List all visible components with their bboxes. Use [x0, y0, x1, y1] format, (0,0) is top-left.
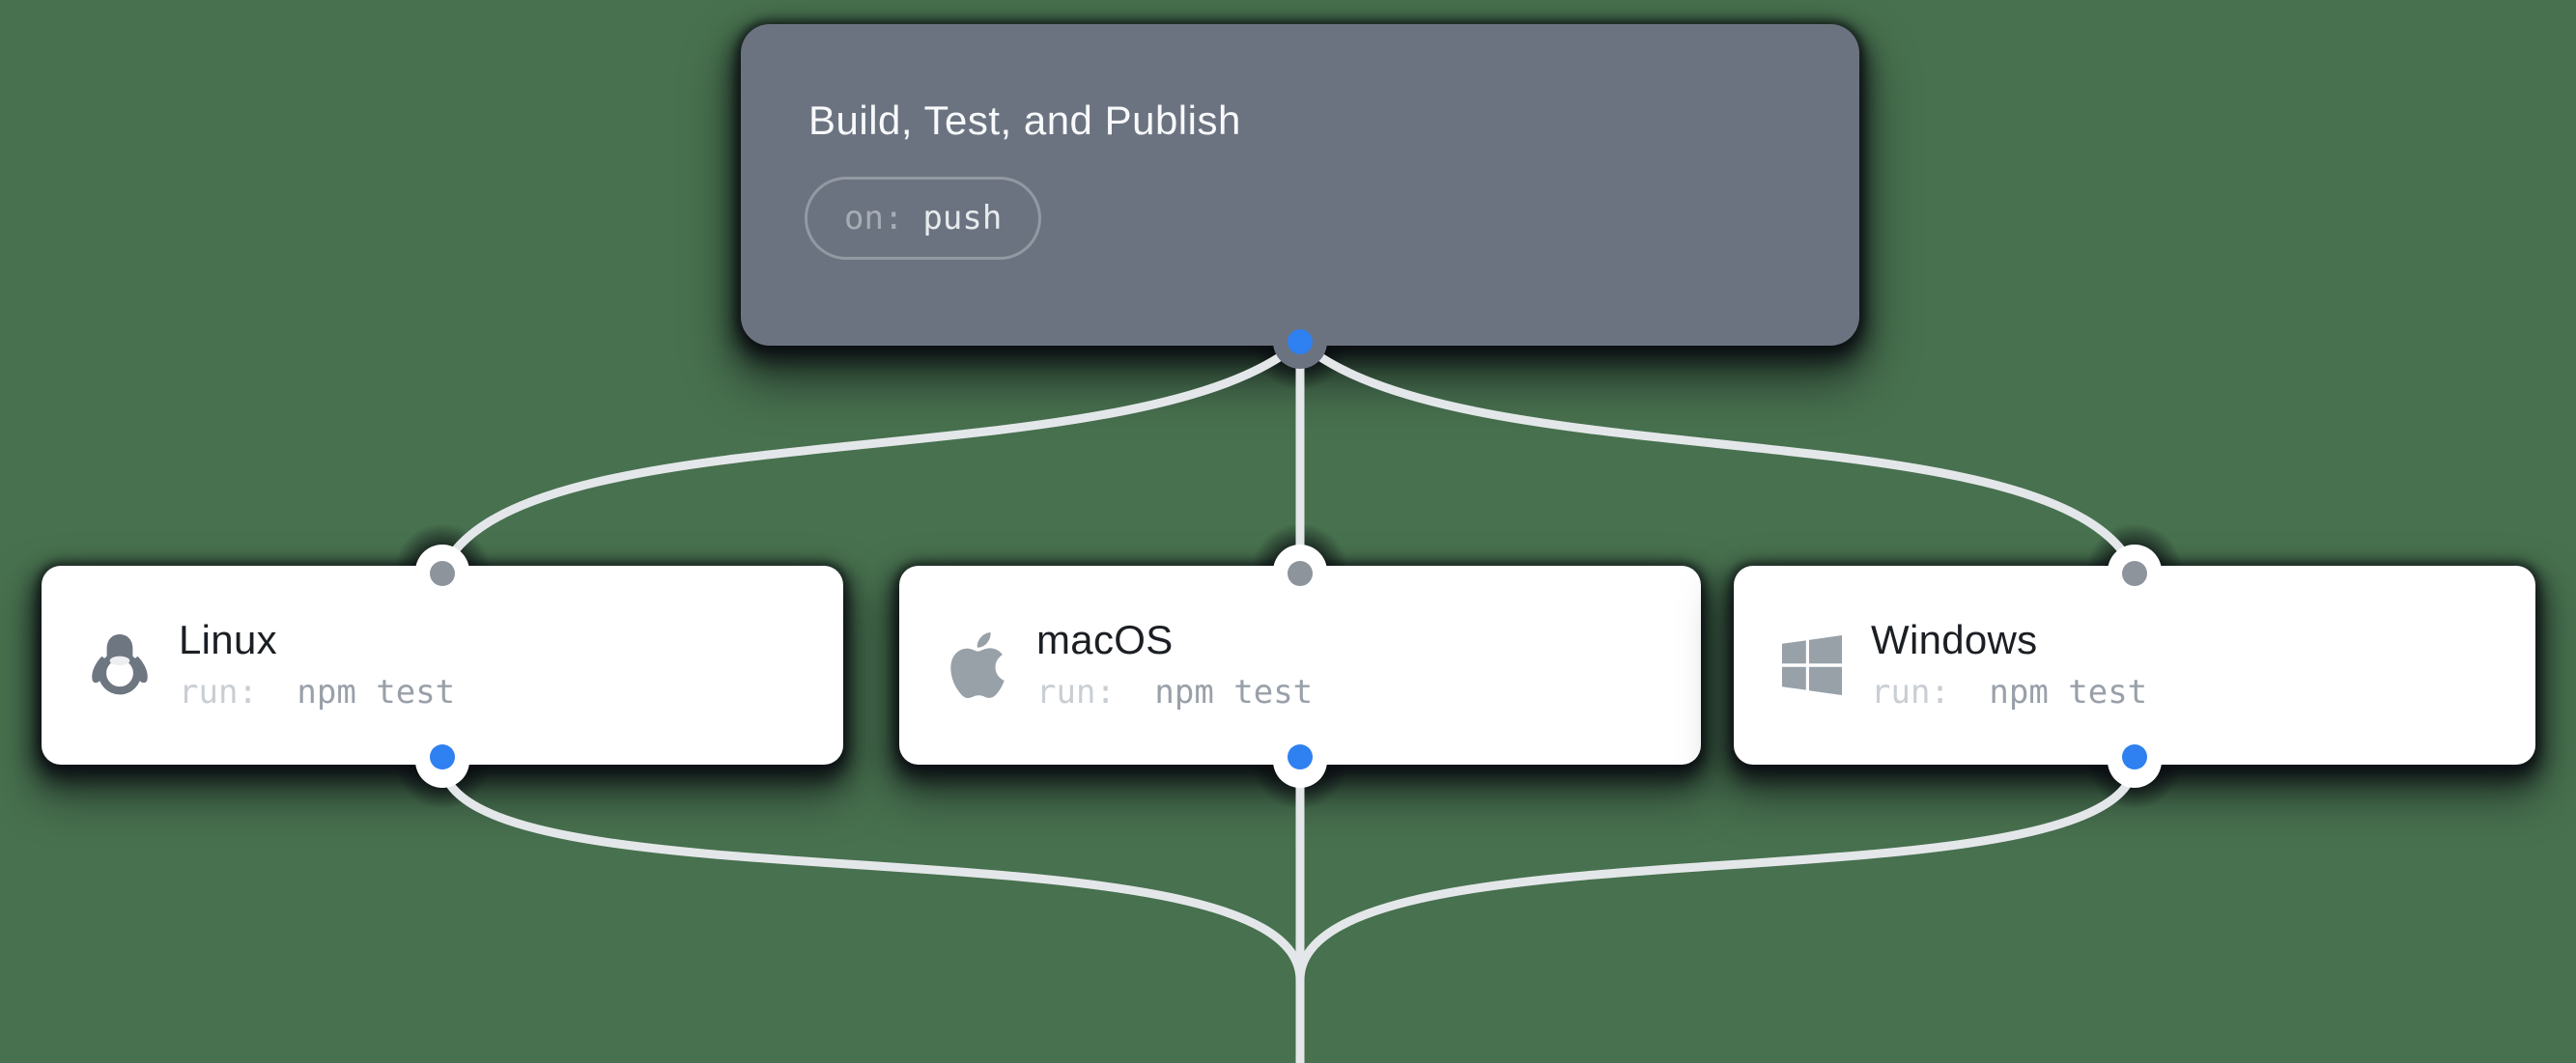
- connector-trigger-to-windows: [1295, 337, 2139, 576]
- connector-linux-downstream: [438, 756, 1305, 985]
- apple-icon: [942, 632, 1013, 698]
- command-value: npm test: [1989, 673, 2148, 713]
- job-card-macos[interactable]: macOS run: npm test: [899, 566, 1701, 765]
- connector-trigger-to-linux: [438, 337, 1305, 576]
- job-command: run: npm test: [179, 675, 455, 711]
- macos-output-dot: [1288, 744, 1313, 769]
- badge-event-value: push: [922, 199, 1003, 238]
- macos-input-dot: [1288, 561, 1313, 586]
- command-value: npm test: [1154, 673, 1314, 713]
- job-card-windows[interactable]: Windows run: npm test: [1734, 566, 2535, 765]
- connector-windows-downstream: [1295, 756, 2139, 985]
- run-key: run:: [179, 673, 258, 713]
- job-card-linux[interactable]: Linux run: npm test: [42, 566, 843, 765]
- run-key: run:: [1036, 673, 1116, 713]
- linux-input-dot: [430, 561, 455, 586]
- windows-output-dot: [2122, 744, 2147, 769]
- job-title: Linux: [179, 617, 277, 663]
- trigger-event-badge: on: push: [805, 177, 1042, 260]
- trigger-output-dot: [1288, 329, 1313, 354]
- job-title: Windows: [1871, 617, 2038, 663]
- job-command: run: npm test: [1871, 675, 2147, 711]
- linux-tux-icon: [84, 632, 156, 698]
- job-title: macOS: [1036, 617, 1174, 663]
- run-key: run:: [1871, 673, 1950, 713]
- job-command: run: npm test: [1036, 675, 1313, 711]
- linux-output-dot: [430, 744, 455, 769]
- trigger-card[interactable]: Build, Test, and Publish on: push: [741, 24, 1859, 346]
- windows-input-dot: [2122, 561, 2147, 586]
- trigger-card-title: Build, Test, and Publish: [808, 98, 1241, 143]
- badge-event-key: on:: [844, 199, 904, 238]
- windows-icon: [1776, 635, 1848, 695]
- command-value: npm test: [297, 673, 456, 713]
